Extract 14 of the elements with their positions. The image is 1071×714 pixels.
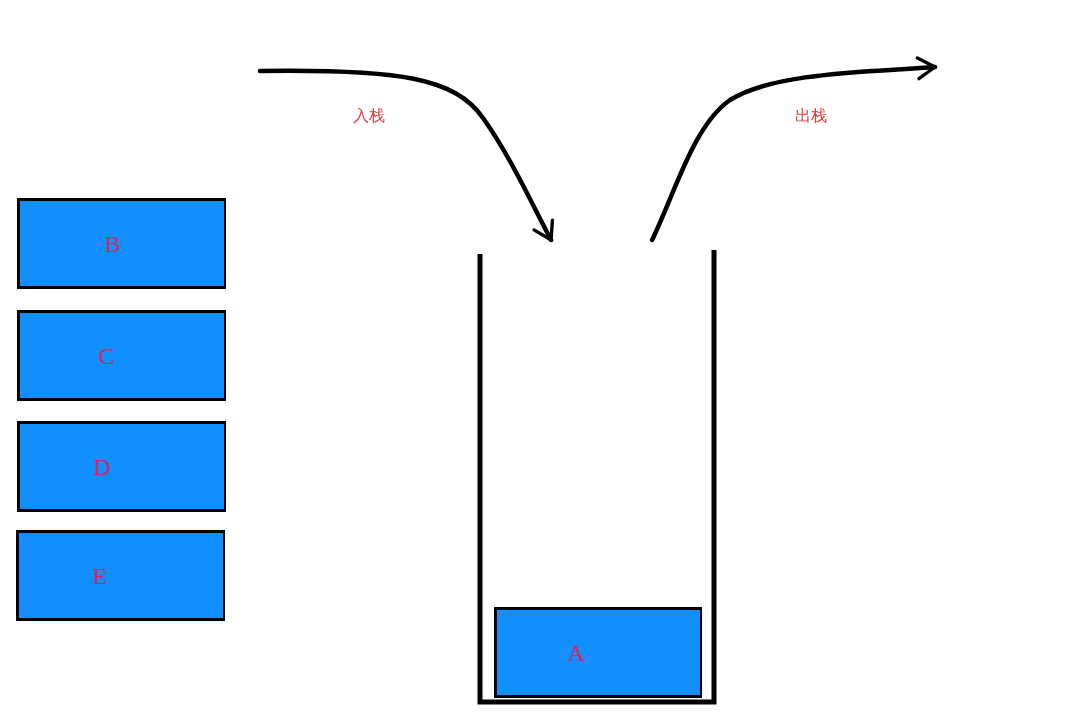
curved-arrow (649, 56, 938, 243)
curved-arrow (257, 68, 555, 243)
edge-label: 入栈 (352, 106, 386, 126)
block-label: C (98, 343, 114, 368)
edge-label: 出栈 (794, 106, 828, 126)
block-box (17, 421, 226, 512)
block-box (16, 530, 225, 621)
block-label: E (92, 563, 107, 588)
block-box (17, 198, 226, 289)
block-label: D (93, 454, 111, 479)
block-label: B (104, 231, 120, 256)
block-box (494, 607, 702, 698)
block-box (17, 310, 226, 401)
block-label: A (567, 640, 585, 665)
